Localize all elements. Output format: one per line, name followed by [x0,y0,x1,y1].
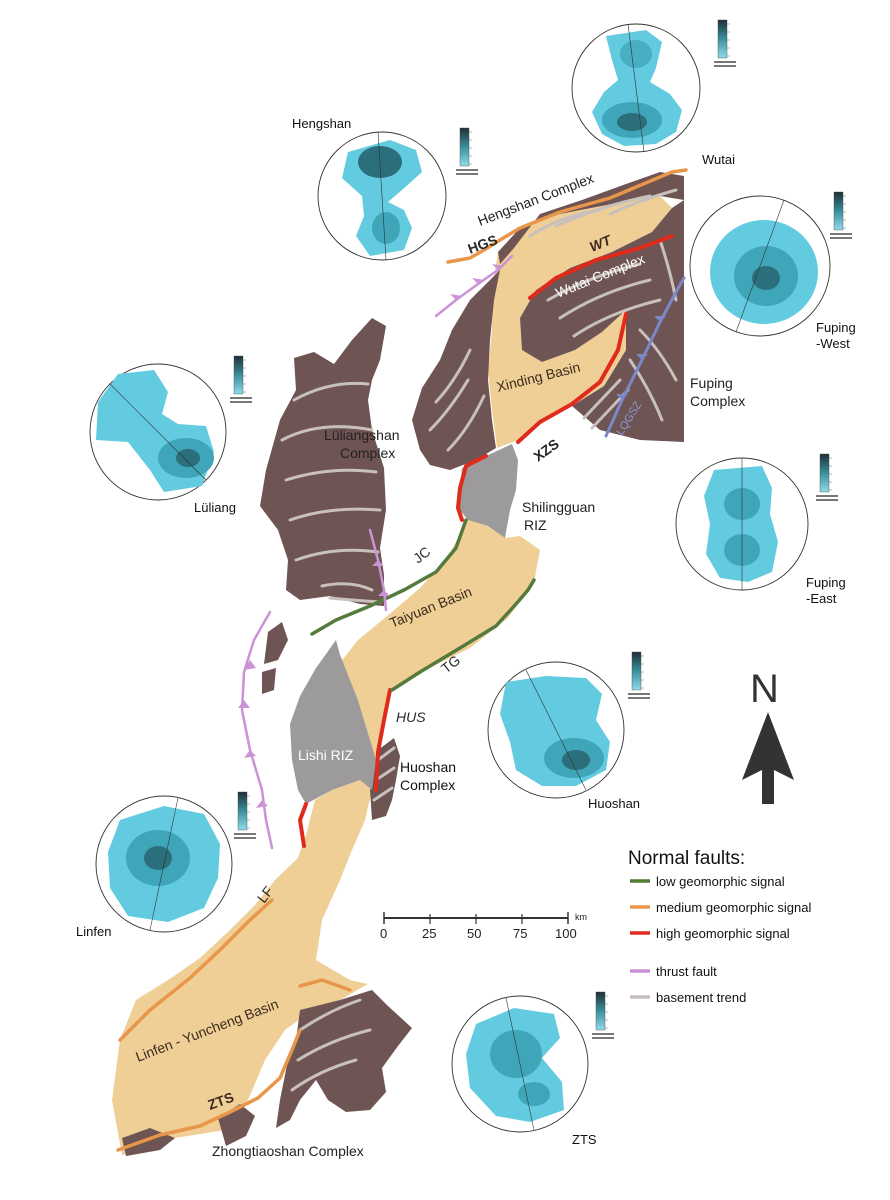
stereonet-label-fuping-west-2: -West [816,336,850,351]
shilingguan-riz-label-2: RIZ [524,517,547,533]
shilingguan-fault-high [456,454,488,522]
wt-fault-high [528,234,674,300]
linfen-yuncheng-basin [112,655,390,1155]
scale-tick-50: 50 [467,926,481,941]
fault-label-hgs: HGS [466,231,500,256]
tg-fault-low [390,578,536,692]
shilingguan-riz-label-1: Shilingguan [522,499,595,515]
fault-label-hus: HUS [396,709,426,725]
scale-bar: 0 25 50 75 100 km [380,912,587,941]
stereonet-label-linfen: Linfen [76,924,111,939]
linfen-fault-medium [118,898,274,1042]
luliang-thrust [368,528,388,612]
western-thrust [240,610,274,850]
thrust-teeth [238,264,504,808]
scale-tick-0: 0 [380,926,387,941]
legend: Normal faults: low geomorphic signal med… [628,848,811,1005]
basins-layer [112,196,672,1155]
scale-tick-100: 100 [555,926,577,941]
stereonet-label-wutai: Wutai [702,152,735,167]
linfen-fault-medium-2 [298,978,352,992]
western-sliver-1 [264,622,288,664]
stereonet-huoshan [487,651,651,799]
huoshan-complex-label-2: Complex [400,777,455,793]
stereonet-label-luliang: Lüliang [194,500,236,515]
north-arrow: N [742,667,794,804]
western-sliver-2 [262,668,276,694]
stereonet-label-fuping-west-1: Fuping [816,320,856,335]
fuping-complex-label-1: Fuping [690,375,733,391]
huoshan-complex-label-1: Huoshan [400,759,456,775]
lqgsz-shear-zone [604,276,686,438]
lqgsz-teeth [616,316,666,400]
fault-label-xzs: XZS [530,435,561,464]
xinding-basin [488,196,672,448]
xzs-fault-high [516,312,628,444]
legend-title: Normal faults: [628,848,745,869]
north-arrow-icon [742,712,794,804]
fuping-complex-label-2: Complex [690,393,745,409]
legend-medium: medium geomorphic signal [656,900,811,915]
hengshan-fault-medium [446,168,688,264]
stereonet-fuping-east [675,453,839,591]
shilingguan-riz [458,444,518,538]
legend-high: high geomorphic signal [656,926,790,941]
hengshan-complex-body [498,172,684,264]
stereonet-label-hengshan: Hengshan [292,116,351,131]
stereonet-wutai [571,19,737,153]
stereonet-hengshan [317,127,479,261]
taiyuan-basin [336,520,540,690]
nw-xinding-complex [412,270,500,470]
fault-label-lf: LF [254,883,277,906]
luliangshan-complex [260,318,386,606]
scale-unit: km [575,912,587,922]
jc-fault-low [310,518,468,636]
zts-fault-medium [116,1028,302,1152]
stereonet-linfen [95,791,257,933]
legend-low: low geomorphic signal [656,874,785,889]
luliangshan-complex-label-1: Lüliangshan [324,427,400,443]
basement-trends [280,188,678,1092]
luliangshan-complex-label-2: Complex [340,445,395,461]
scale-tick-75: 75 [513,926,527,941]
stereonet-label-fuping-east-1: Fuping [806,575,846,590]
legend-basement: basement trend [656,990,746,1005]
zhongtiaoshan-complex-label: Zhongtiaoshan Complex [212,1143,364,1159]
stereonet-label-zts: ZTS [572,1132,597,1147]
scale-tick-25: 25 [422,926,436,941]
north-label: N [750,667,779,711]
stereonet-zts [451,991,615,1133]
stereonet-label-huoshan: Huoshan [588,796,640,811]
stereonet-label-fuping-east-2: -East [806,591,837,606]
riz-layer [290,444,518,804]
stereonet-luliang [89,355,253,501]
lishi-riz [290,640,376,804]
lf-fault-high [298,802,308,848]
fault-label-jc: JC [410,543,433,566]
lishi-riz-label: Lishi RIZ [298,747,354,763]
hus-fault-high [374,688,392,792]
legend-thrust: thrust fault [656,964,717,979]
stereonet-fuping-west [689,191,853,337]
